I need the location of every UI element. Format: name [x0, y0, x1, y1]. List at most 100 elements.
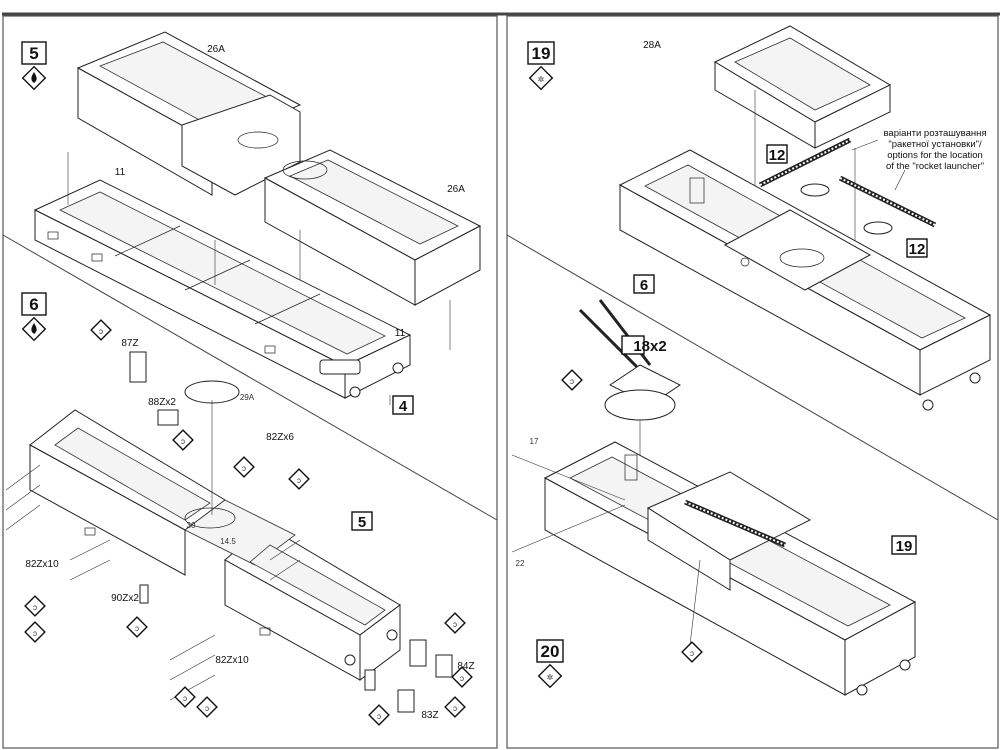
step-5-header: 5	[21, 41, 47, 91]
assembly-icon: ↄ	[126, 616, 148, 638]
note-line-2: "ракетної установки"/	[888, 139, 982, 150]
glue-drop-icon	[21, 65, 47, 91]
step-19-callout-12a-box	[766, 144, 788, 164]
svg-text:ↄ: ↄ	[242, 464, 246, 473]
step-5-upper-wagon-boxes	[76, 31, 482, 306]
assembly-icon: ↄ	[196, 696, 218, 718]
svg-text:ↄ: ↄ	[33, 629, 37, 638]
left-panel-frame	[2, 15, 498, 749]
dimension-30: 30	[187, 521, 196, 530]
left-step-divider	[2, 234, 498, 521]
right-panel-frame	[506, 15, 999, 749]
part-label-82z10-a: 82Zx10	[25, 559, 59, 570]
step-19-rocket-launcher-a	[758, 137, 852, 197]
step-19-callout-12b-box	[906, 238, 928, 258]
assembly-icon: ↄ	[174, 686, 196, 708]
step-5-callout-4: 4	[399, 398, 408, 415]
part-label-29a: 29A	[240, 393, 255, 402]
svg-text:ↄ: ↄ	[183, 694, 187, 703]
glue-drop-icon	[21, 316, 47, 342]
step-19-rocket-launcher-b	[838, 175, 937, 235]
step-19-callout-6: 6	[640, 277, 648, 294]
svg-text:ↄ: ↄ	[460, 674, 464, 683]
assembly-icon: ↄ	[444, 696, 466, 718]
step-20-callout-19-box	[891, 535, 917, 555]
assembly-icon: ↄ	[561, 369, 583, 391]
step-6-wagon-body	[29, 409, 401, 681]
part-label-84z: 84Z	[457, 661, 474, 672]
part-label-82z6: 82Zx6	[266, 432, 294, 443]
assembly-icon: ↄ	[451, 666, 473, 688]
assembly-icon: ↄ	[172, 429, 194, 451]
step-6-grab-rails	[5, 464, 301, 701]
step-19-wagon	[618, 149, 992, 411]
dimension-14-5: 14.5	[220, 537, 236, 546]
step-20-number-box	[536, 639, 564, 663]
assembly-icon: ↄ	[24, 621, 46, 643]
step-19-top-box-28a	[713, 25, 892, 290]
assembly-icon: ↄ	[288, 468, 310, 490]
part-label-83z: 83Z	[421, 710, 438, 721]
step-6-turret-disc	[184, 380, 240, 515]
step-20-aa-gun	[578, 299, 681, 520]
step-5-number: 5	[29, 44, 38, 63]
assembly-icon: ↄ	[233, 456, 255, 478]
note-line-3: options for the location	[887, 150, 983, 161]
step-20-wagon	[543, 441, 917, 696]
step-19-callout-6-box	[633, 274, 655, 294]
part-label-88z: 88Zx2	[148, 397, 176, 408]
part-label-11-1: 11	[115, 167, 126, 178]
part-label-82z10-b: 82Zx10	[215, 655, 249, 666]
step-5-lower-chassis	[33, 152, 451, 399]
step-19-callout-12a: 12	[769, 147, 786, 164]
part-label-90z: 90Zx2	[111, 593, 139, 604]
right-step-divider	[506, 234, 999, 521]
assembly-icon: ✲	[537, 663, 563, 689]
step-19-header: 19 ✲	[527, 41, 555, 91]
svg-text:ↄ: ↄ	[690, 649, 694, 658]
step-19-number: 19	[532, 44, 551, 63]
step-6-number: 6	[29, 295, 38, 314]
assembly-icon: ↄ	[681, 641, 703, 663]
part-label-11-2: 11	[395, 328, 406, 339]
rocket-launcher-note: варіанти розташування "ракетної установк…	[851, 128, 987, 191]
step-5-number-box	[21, 41, 47, 65]
note-line-4: of the "rocket launcher"	[886, 161, 984, 172]
svg-text:ↄ: ↄ	[453, 704, 457, 713]
step-19-callout-18-box	[621, 335, 645, 355]
svg-text:ↄ: ↄ	[33, 603, 37, 612]
svg-text:ↄ: ↄ	[377, 712, 381, 721]
step-19-callout-18x2: 18x2	[633, 338, 666, 355]
assembly-icon: ✲	[528, 65, 554, 91]
svg-text:ↄ: ↄ	[181, 437, 185, 446]
part-label-26a-2: 26A	[447, 184, 465, 195]
step-5-callout-4-box	[392, 395, 414, 415]
svg-text:✲: ✲	[547, 673, 554, 682]
dimension-17: 17	[530, 437, 539, 446]
step-20-number: 20	[541, 642, 560, 661]
step-20-header: 20 ✲	[536, 639, 564, 689]
step-6-number-box	[21, 292, 47, 316]
svg-text:ↄ: ↄ	[135, 624, 139, 633]
svg-text:ↄ: ↄ	[570, 377, 574, 386]
step-19-number-box	[527, 41, 555, 65]
dimension-22: 22	[516, 559, 525, 568]
assembly-icon: ↄ	[444, 612, 466, 634]
svg-text:✲: ✲	[538, 75, 545, 84]
step-20-callout-19: 19	[896, 538, 913, 555]
part-label-87z: 87Z	[121, 338, 138, 349]
step-19-callout-12b: 12	[909, 241, 926, 258]
step-6-callout-5: 5	[358, 514, 366, 531]
assembly-icon: ↄ	[90, 319, 112, 341]
assembly-icon: ↄ	[24, 595, 46, 617]
part-label-28a: 28A	[643, 40, 661, 51]
step-6-small-parts	[129, 351, 453, 713]
part-label-26a-1: 26A	[207, 44, 225, 55]
assembly-icon: ↄ	[368, 704, 390, 726]
svg-text:ↄ: ↄ	[453, 620, 457, 629]
svg-text:ↄ: ↄ	[99, 327, 103, 336]
svg-text:ↄ: ↄ	[205, 704, 209, 713]
svg-text:ↄ: ↄ	[297, 476, 301, 485]
step-6-header: 6	[21, 292, 47, 342]
